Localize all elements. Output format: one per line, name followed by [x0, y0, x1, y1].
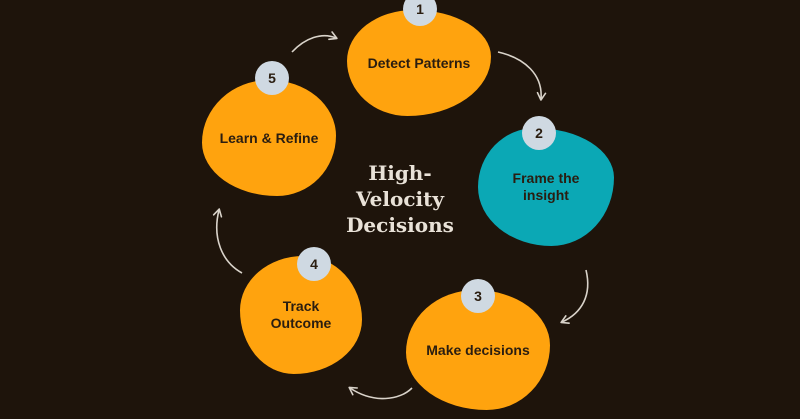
step-5-label: Learn & Refine: [219, 129, 319, 146]
arrow-5-to-1: [291, 31, 338, 53]
step-5-blob: Learn & Refine: [202, 80, 336, 196]
step-2-label: Frame the insight: [512, 170, 580, 203]
arrow-2-to-3: [560, 269, 589, 324]
step-2-number: 2: [535, 125, 543, 141]
center-title-line-1: High-: [368, 161, 432, 185]
step-3-badge: 3: [461, 279, 495, 313]
step-4-label: Track Outcome: [270, 298, 332, 331]
step-5-badge: 5: [255, 61, 289, 95]
step-4-badge: 4: [297, 247, 331, 281]
arrow-1-to-2: [497, 51, 547, 101]
step-2-badge: 2: [522, 116, 556, 150]
step-1-label: Detect Patterns: [367, 54, 471, 71]
step-3-label: Make decisions: [426, 341, 530, 358]
step-1-badge: 1: [403, 0, 437, 26]
arrow-3-to-4: [348, 386, 413, 400]
center-title-line-2: Velocity: [356, 187, 444, 211]
step-5-number: 5: [268, 70, 276, 86]
step-1-number: 1: [416, 1, 424, 17]
center-title: High- Velocity Decisions: [330, 160, 470, 238]
step-2-blob: Frame the insight: [478, 128, 614, 246]
arrow-4-to-5: [212, 208, 243, 274]
center-title-line-3: Decisions: [346, 213, 454, 237]
step-3-number: 3: [474, 288, 482, 304]
step-4-number: 4: [310, 256, 318, 272]
